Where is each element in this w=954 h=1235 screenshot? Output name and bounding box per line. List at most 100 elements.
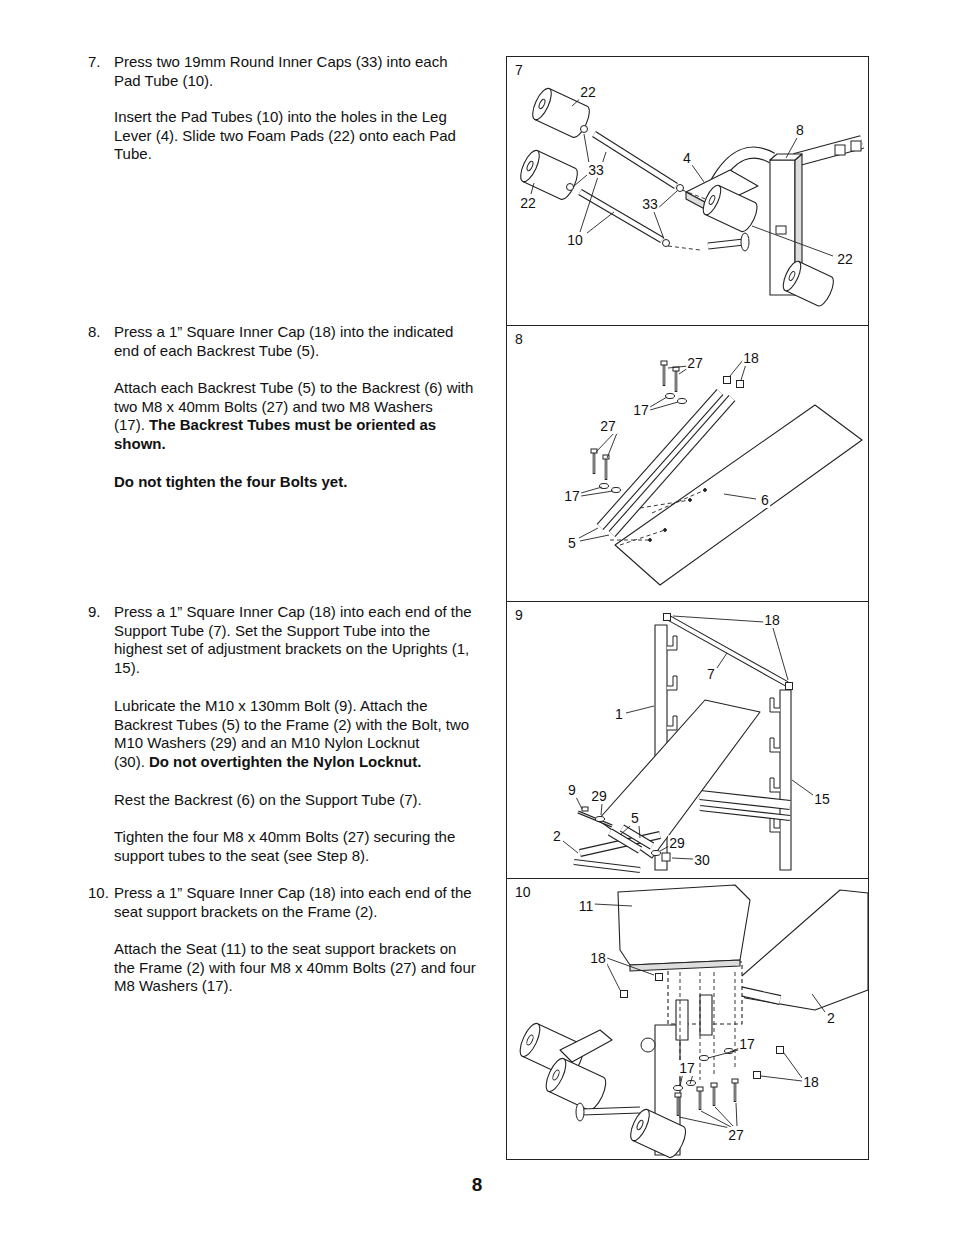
frame-tube [700, 795, 790, 805]
callout-number: 22 [519, 195, 537, 211]
tube-body [580, 192, 662, 240]
bolt-shank-inner [594, 453, 595, 473]
tube-outline [582, 1110, 640, 1112]
instruction-text: Do not tighten the four Bolts yet. [114, 473, 347, 490]
bolt-shank [675, 370, 678, 392]
tube-body [594, 134, 676, 186]
leader-line [607, 433, 617, 458]
bolt-shank-inner [606, 459, 607, 479]
tube-body [795, 142, 862, 160]
tube-body [700, 795, 790, 805]
leader-line [692, 165, 704, 182]
callout-number: 18 [763, 612, 781, 628]
washer [674, 1086, 683, 1091]
frame-tube [795, 142, 862, 160]
tube-outline [580, 192, 662, 240]
assembly-guide [735, 972, 736, 1070]
callout-number: 18 [802, 1074, 820, 1090]
handle-knob [741, 233, 749, 251]
handle-tube [582, 1110, 640, 1112]
leader-line [784, 1053, 802, 1078]
leader-line [576, 797, 582, 809]
bolt-head [697, 1087, 703, 1091]
pad-hole [636, 1119, 644, 1130]
assembly-guide [682, 190, 708, 200]
tube-body [622, 828, 652, 846]
leader-line [574, 175, 587, 186]
step-label: 10. [88, 884, 109, 903]
bolt-head [591, 449, 597, 453]
upright [780, 690, 791, 870]
leader-line [786, 138, 797, 158]
backrest-tube [622, 828, 652, 846]
backrest-board [598, 700, 760, 858]
step-number: 7 [515, 62, 523, 78]
leader-line [579, 528, 598, 538]
leader-line [531, 183, 534, 194]
instruction-paragraph: Insert the Pad Tubes (10) into the holes… [114, 108, 478, 164]
leader-line [792, 780, 813, 795]
pad-hole [538, 98, 546, 109]
callout-number: 4 [682, 150, 692, 166]
upright-tube [770, 160, 795, 295]
backrest-board [735, 890, 868, 1010]
callout-number: 1 [614, 706, 624, 722]
leader-line [594, 904, 632, 906]
pad-hole [526, 1034, 535, 1046]
bolt-shank [713, 1086, 716, 1106]
bolt [661, 361, 667, 386]
callout-number: 17 [738, 1036, 756, 1052]
instruction-text: Tighten the four M8 x 40mm Bolts (27) se… [114, 828, 455, 864]
step-panel: 7 [506, 56, 869, 326]
instruction-paragraph: Press a 1” Square Inner Cap (18) into th… [114, 323, 478, 360]
instruction-paragraph: Attach the Seat (11) to the seat support… [114, 940, 478, 996]
pad-end [542, 1056, 570, 1094]
callout-number: 10 [566, 232, 584, 248]
foam-pad [627, 1107, 689, 1160]
bolt-shank-inner [664, 365, 665, 385]
instruction-text: Attach the Seat (11) to the seat support… [114, 940, 476, 994]
pivot [641, 1038, 655, 1052]
pad-hole [552, 1069, 561, 1081]
callout-number: 27 [686, 355, 704, 371]
instruction-paragraph: Press a 1” Square Inner Cap (18) into ea… [114, 884, 478, 921]
leader-line [773, 628, 788, 680]
assembly-guide [714, 972, 715, 1075]
pad-tube [594, 134, 676, 186]
square-inner-cap [621, 991, 628, 998]
step-number: 9 [515, 607, 523, 623]
tube-body [700, 808, 790, 818]
square-inner-cap [754, 1072, 761, 1079]
bolt-shank-inner [678, 1097, 679, 1115]
frame-tube [700, 808, 790, 818]
handle-knob [576, 1103, 584, 1121]
bolt [603, 455, 609, 480]
callout-number: 6 [760, 492, 770, 508]
nylon-locknut [662, 853, 670, 861]
instruction-paragraph: Attach each Backrest Tube (5) to the Bac… [114, 379, 478, 453]
tube-outline [795, 142, 862, 160]
bolt-shank-inner [714, 1087, 715, 1105]
leader-line [601, 804, 602, 815]
callout-number: 22 [579, 84, 597, 100]
assembly-guide [700, 972, 701, 1080]
assembly-guide [668, 246, 700, 250]
tube-outline [700, 808, 790, 818]
foam-pad [700, 183, 761, 234]
seat-edge [630, 960, 740, 971]
tube-outline [612, 398, 732, 534]
leader-line [715, 1107, 733, 1126]
tube-outline [578, 812, 612, 826]
leader-line [607, 958, 654, 975]
instruction-paragraph: Press a 1” Square Inner Cap (18) into ea… [114, 603, 478, 677]
square-inner-cap [786, 683, 793, 690]
leader-line [581, 491, 613, 496]
bolt-shank [663, 364, 666, 386]
bolt-shank [734, 1082, 737, 1102]
pad-hole [788, 271, 796, 281]
callout-number: 18 [589, 950, 607, 966]
step-label: 9. [88, 603, 101, 622]
callout-number: 27 [599, 418, 617, 434]
handle-tube [708, 242, 744, 246]
square-inner-cap [664, 614, 671, 621]
